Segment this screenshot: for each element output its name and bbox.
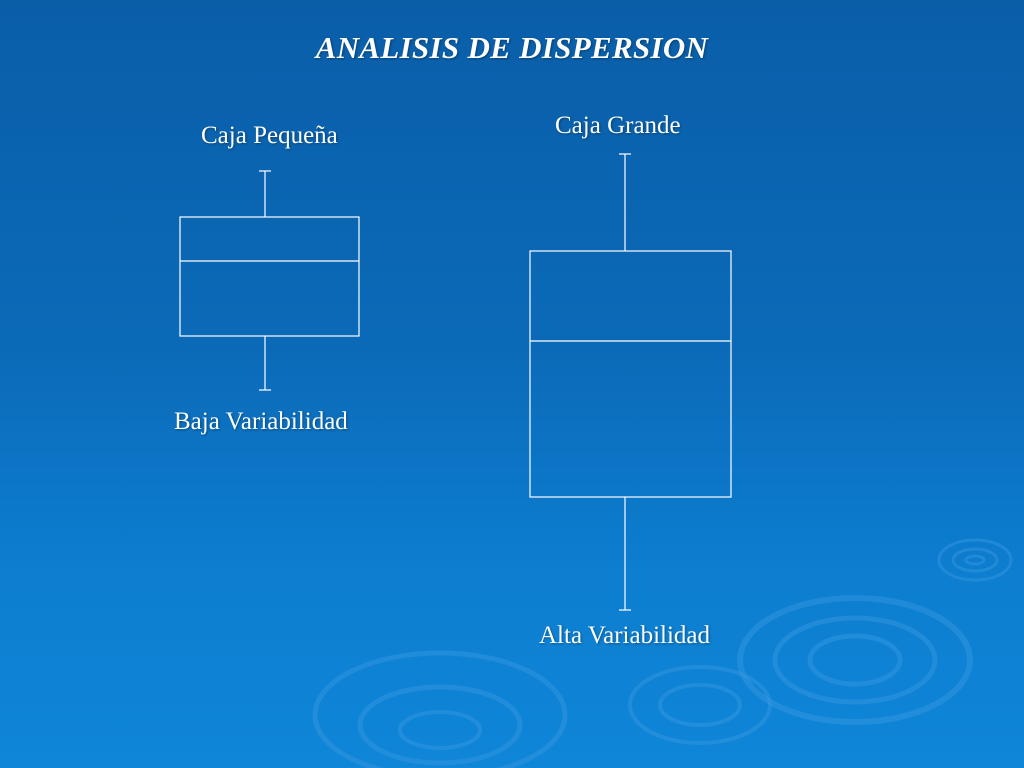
large-box: [529, 250, 732, 498]
page-title: ANALISIS DE DISPERSION: [315, 30, 709, 65]
small-box-plot: [179, 170, 360, 391]
low-variability-label: Baja Variabilidad: [174, 408, 348, 435]
small-box: [179, 216, 360, 337]
high-variability-label: Alta Variabilidad: [539, 622, 711, 649]
small-box-label: Caja Pequeña: [201, 122, 338, 149]
large-box-label: Caja Grande: [555, 112, 681, 139]
large-box-plot: [529, 153, 732, 611]
